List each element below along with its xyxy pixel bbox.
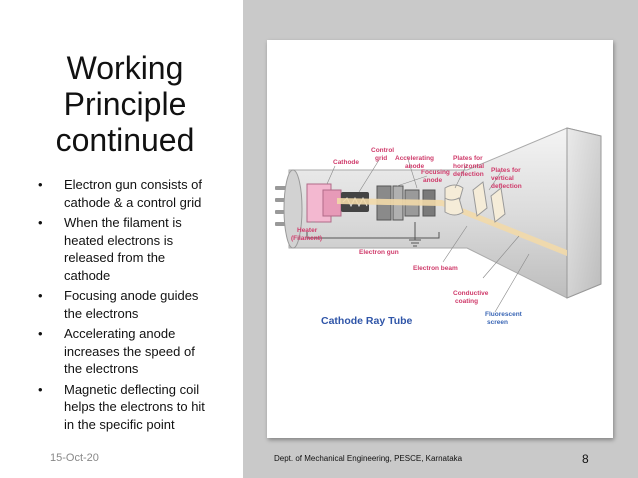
fluorescent-screen-face [566,127,602,299]
crt-diagram: Cathode Control grid Accelerating anode … [275,127,602,327]
cathode [306,183,342,223]
horizontal-deflection-plates [444,184,464,216]
title-line: Principle [63,86,187,122]
label-cathode: Cathode [333,159,359,166]
bullet-marker: • [38,381,43,397]
text-panel: Working Principle continued • Electron gu… [0,0,243,478]
title-line: continued [55,122,195,158]
label-accelerating-anode: Accelerating [395,155,434,162]
label-control-grid: grid [375,155,387,162]
bullet-marker: • [38,326,43,341]
label-plates-vertical: vertical [491,175,514,182]
label-conductive-coating: Conductive [453,290,489,297]
bullet-list: • Electron gun consists of cathode & a co… [38,176,208,436]
bullet-text: When the filament is heated electrons is… [64,215,182,283]
leader-lines [311,155,530,313]
bullet-text: Magnetic deflecting coil helps the elect… [64,381,205,432]
bullet-marker: • [38,215,43,230]
bullet-text: Electron gun consists of cathode & a con… [64,177,203,210]
tube-base [283,169,303,249]
figure-caption: Cathode Ray Tube [321,315,413,327]
bullet-item: • Focusing anode guides the electrons [38,287,208,322]
label-plates-horizontal: horizontal [453,163,484,170]
page-number: 8 [582,452,589,466]
bullet-marker: • [38,177,43,192]
crt-figure: Cathode Control grid Accelerating anode … [267,40,613,438]
label-electron-beam: Electron beam [413,265,458,272]
slide-title: Working Principle continued [20,50,230,158]
vertical-deflection-plates [472,181,506,223]
label-conductive-coating: coating [455,298,478,305]
bullet-marker: • [38,288,43,303]
label-electron-gun: Electron gun [359,249,399,256]
label-fluorescent-screen: Fluorescent [485,311,523,318]
electron-gun-bracket [306,232,440,239]
label-control-grid: Control [371,147,394,154]
label-focusing-anode: Focusing [421,169,450,176]
label-plates-vertical: Plates for [491,167,521,174]
label-plates-vertical: deflection [491,183,522,190]
label-focusing-anode: anode [423,177,443,184]
bullet-item: • Magnetic deflecting coil helps the elec… [38,381,208,434]
ground-symbol-icon [409,222,421,247]
label-accelerating-anode: anode [405,163,425,170]
title-line: Working [66,50,184,86]
bullet-item: • Accelerating anode increases the speed … [38,325,208,378]
bullet-text: Accelerating anode increases the speed o… [64,326,195,376]
bullet-item: • Electron gun consists of cathode & a co… [38,176,208,211]
footer-department: Dept. of Mechanical Engineering, PESCE, … [274,454,463,463]
label-heater: (Filament) [291,235,322,242]
bullet-item: • When the filament is heated electrons i… [38,214,208,284]
label-heater: Heater [297,227,318,234]
label-plates-horizontal: Plates for [453,155,483,162]
footer-date: 15-Oct-20 [50,452,99,464]
label-fluorescent-screen: screen [487,319,508,326]
label-plates-horizontal: deflection [453,171,484,178]
bullet-text: Focusing anode guides the electrons [64,288,199,321]
